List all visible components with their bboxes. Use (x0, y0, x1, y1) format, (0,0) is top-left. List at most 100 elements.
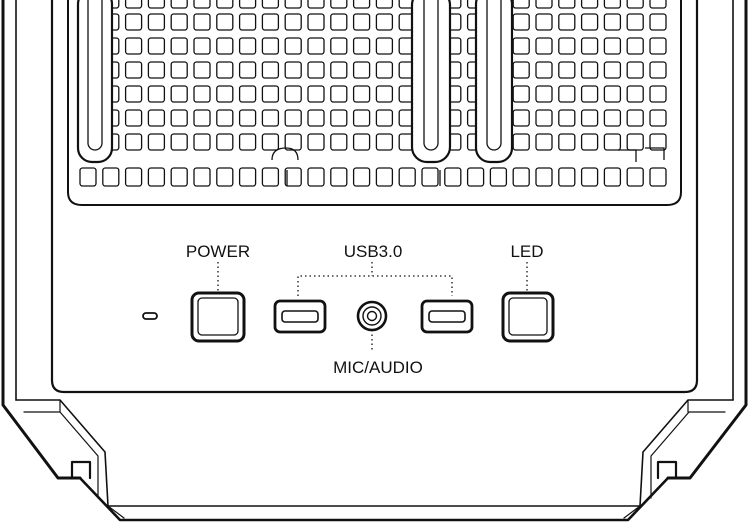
mesh-hole (170, 13, 188, 31)
mesh-hole (170, 167, 188, 187)
mesh-hole (307, 37, 325, 55)
mesh-hole (580, 0, 599, 9)
mesh-hole (330, 85, 348, 103)
mesh-hole (284, 85, 302, 103)
mesh-hole (330, 109, 348, 127)
mesh-hole (261, 13, 280, 31)
mesh-hole (193, 37, 211, 55)
mesh-hole (558, 109, 576, 127)
power-label: POWER (186, 242, 250, 261)
mesh-hole (489, 167, 508, 187)
mesh-hole (649, 133, 667, 151)
mesh-hole (535, 61, 553, 79)
mesh-hole (330, 61, 348, 79)
power-button[interactable] (190, 291, 246, 343)
usb-a-port-icon-right[interactable] (420, 299, 474, 334)
mesh-hole (352, 167, 371, 187)
mesh-hole (444, 0, 462, 9)
mesh-hole (558, 167, 576, 187)
mesh-hole (307, 0, 325, 9)
mesh-hole (124, 37, 143, 55)
mesh-hole (261, 37, 280, 55)
mesh-hole (147, 85, 166, 103)
led-label: LED (510, 242, 543, 261)
mesh-hole (216, 167, 234, 187)
mesh-hole (603, 167, 622, 187)
mesh-hole (603, 0, 622, 9)
mesh-hole (603, 37, 622, 55)
mesh-hole (216, 61, 234, 79)
mesh-hole (307, 85, 325, 103)
mesh-hole (238, 85, 257, 103)
mesh-hole (603, 61, 622, 79)
mesh-hole (307, 13, 325, 31)
mesh-hole (626, 13, 644, 31)
mesh-hole (626, 37, 644, 55)
mesh-hole (375, 133, 394, 151)
mesh-hole (352, 0, 371, 9)
mesh-hole (375, 167, 394, 187)
audio-jack-icon[interactable] (356, 300, 388, 332)
mesh-hole (102, 167, 120, 187)
mesh-hole (649, 37, 667, 55)
mesh-hole (535, 109, 553, 127)
mesh-hole (352, 37, 371, 55)
mesh-hole (603, 13, 622, 31)
mesh-hole (147, 109, 166, 127)
mesh-hole (558, 61, 576, 79)
mesh-hole (216, 37, 234, 55)
mesh-hole (307, 109, 325, 127)
mesh-hole (124, 167, 143, 187)
mesh-hole (284, 0, 302, 9)
mesh-hole (626, 0, 644, 9)
mesh-hole (330, 133, 348, 151)
mesh-hole (238, 167, 257, 187)
mesh-hole (375, 13, 394, 31)
mesh-hole (170, 85, 188, 103)
mesh-hole (238, 133, 257, 151)
mesh-hole (352, 85, 371, 103)
led-button[interactable] (501, 291, 555, 343)
mesh-hole (124, 0, 143, 9)
mesh-ribs (76, 0, 514, 164)
mesh-hole (535, 13, 553, 31)
mesh-hole (261, 85, 280, 103)
mesh-hole (147, 0, 166, 9)
mesh-hole (170, 109, 188, 127)
mesh-hole (558, 133, 576, 151)
mesh-hole (535, 0, 553, 9)
mesh-hole (580, 61, 599, 79)
mesh-hole (307, 167, 325, 187)
mesh-hole (147, 61, 166, 79)
front-mesh-grid (79, 0, 667, 187)
mesh-hole (216, 133, 234, 151)
mesh-hole (512, 37, 530, 55)
mesh-hole (124, 133, 143, 151)
mesh-hole (398, 0, 416, 9)
mesh-hole (238, 13, 257, 31)
mesh-hole (193, 133, 211, 151)
mesh-hole (649, 85, 667, 103)
mesh-hole (649, 167, 667, 187)
mesh-hole (79, 167, 97, 187)
mesh-hole (535, 37, 553, 55)
mesh-hole (535, 133, 553, 151)
mesh-hole (284, 167, 302, 187)
mesh-hole (512, 13, 530, 31)
mesh-hole (558, 0, 576, 9)
mesh-hole (261, 0, 280, 9)
pill-indicator-icon (142, 312, 158, 320)
usb-a-port-icon[interactable] (273, 299, 327, 334)
mesh-hole (170, 133, 188, 151)
mesh-hole (444, 167, 462, 187)
mesh-hole (649, 0, 667, 9)
mesh-hole (284, 61, 302, 79)
mesh-clips (271, 147, 665, 186)
mesh-hole (193, 0, 211, 9)
mesh-hole (193, 61, 211, 79)
mesh-hole (147, 37, 166, 55)
mesh-hole (284, 37, 302, 55)
mesh-hole (124, 61, 143, 79)
mesh-hole (375, 85, 394, 103)
